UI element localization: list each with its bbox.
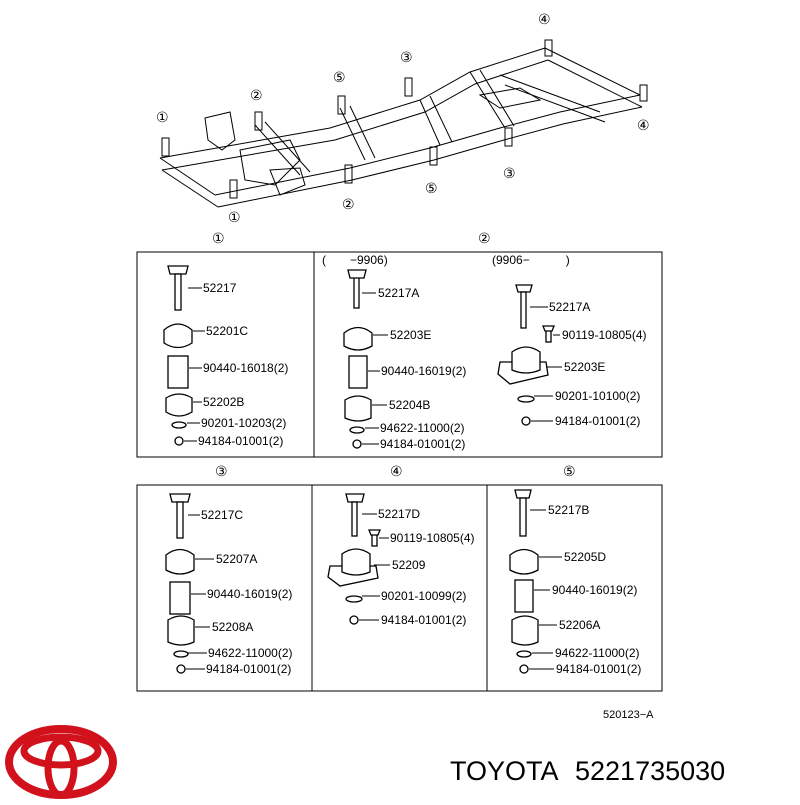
part-label: 94184-01001(2) <box>380 437 465 451</box>
frame-callouts: ④ ③ ⑤ ② ① ④ ① ② ⑤ ③ <box>156 11 650 225</box>
part-label: 52204B <box>389 398 430 412</box>
part-label: 90119-10805(4) <box>562 328 647 342</box>
frame-callout: ① <box>228 209 241 225</box>
variant-b-label: (9906− ) <box>492 253 570 267</box>
part-number: 5221735030 <box>575 756 725 786</box>
part-label: 90440-16018(2) <box>203 361 288 375</box>
toyota-logo-icon <box>5 725 117 799</box>
part-label: 52208A <box>212 620 253 634</box>
frame-callout: ② <box>250 87 263 103</box>
frame-callout: ③ <box>503 165 516 181</box>
part-label: 90440-16019(2) <box>552 583 637 597</box>
diagram-code: 520123−A <box>603 709 654 721</box>
part-label: 52202B <box>203 395 244 409</box>
part-label: 94622-11000(2) <box>208 646 293 660</box>
part-label: 52217A <box>378 286 419 300</box>
section-title-5: ⑤ <box>563 463 576 479</box>
part-label: 52205D <box>564 550 606 564</box>
section-5-parts: 52217B 52205D 90440-16019(2) 52206A 9462… <box>509 489 641 676</box>
frame-callout: ① <box>156 109 169 125</box>
frame-callout: ④ <box>637 117 650 133</box>
part-label: 90440-16019(2) <box>381 364 466 378</box>
part-label: 90119-10805(4) <box>390 531 475 545</box>
vehicle-frame-drawing <box>159 39 648 208</box>
section-2b-parts: 52217A 90119-10805(4) 52203E 90201-10100… <box>497 284 647 428</box>
part-label: 94184-01001(2) <box>556 662 641 676</box>
section-2a-parts: 52217A 52203E 90440-16019(2) 52204B 9462… <box>343 269 466 451</box>
part-label: 94622-11000(2) <box>380 421 465 435</box>
part-label: 52209 <box>392 558 426 572</box>
part-label: 52217 <box>203 281 237 295</box>
frame-callout: ③ <box>400 49 413 65</box>
part-label: 90201-10099(2) <box>381 589 466 603</box>
part-label: 90440-16019(2) <box>207 587 292 601</box>
section-title-3: ③ <box>215 463 228 479</box>
part-label: 90201-10100(2) <box>555 389 640 403</box>
part-label: 94184-01001(2) <box>381 613 466 627</box>
section-title-1: ① <box>212 230 225 246</box>
section-title-2: ② <box>478 230 491 246</box>
section-4-parts: 52217D 90119-10805(4) 52209 90201-10099(… <box>327 493 475 627</box>
part-label: 52201C <box>206 324 248 338</box>
brand-name: TOYOTA <box>450 756 559 786</box>
part-label: 52217C <box>201 508 243 522</box>
top-parts-box <box>136 251 663 458</box>
part-label: 52206A <box>559 618 600 632</box>
frame-callout: ② <box>342 196 355 212</box>
section-title-4: ④ <box>390 463 403 479</box>
part-label: 94622-11000(2) <box>555 646 640 660</box>
part-label: 90201-10203(2) <box>201 416 286 430</box>
part-label: 94184-01001(2) <box>206 662 291 676</box>
part-label: 52203E <box>564 360 605 374</box>
part-label: 52217B <box>548 503 589 517</box>
part-label: 94184-01001(2) <box>555 414 640 428</box>
part-label: 52203E <box>390 328 431 342</box>
section-3-parts: 52217C 52207A 90440-16019(2) 52208A 9462… <box>165 493 293 676</box>
frame-callout: ⑤ <box>333 69 346 85</box>
section-1-parts: 52217 52201C 90440-16018(2) 52202B 90201… <box>163 265 288 448</box>
variant-a-label: ( −9906) <box>322 253 388 267</box>
part-label: 52217D <box>378 507 420 521</box>
part-label: 94184-01001(2) <box>198 434 283 448</box>
part-label: 52217A <box>549 300 590 314</box>
frame-callout: ⑤ <box>425 180 438 196</box>
bottom-parts-box <box>136 484 663 692</box>
frame-callout: ④ <box>538 11 551 27</box>
part-label: 52207A <box>216 552 257 566</box>
